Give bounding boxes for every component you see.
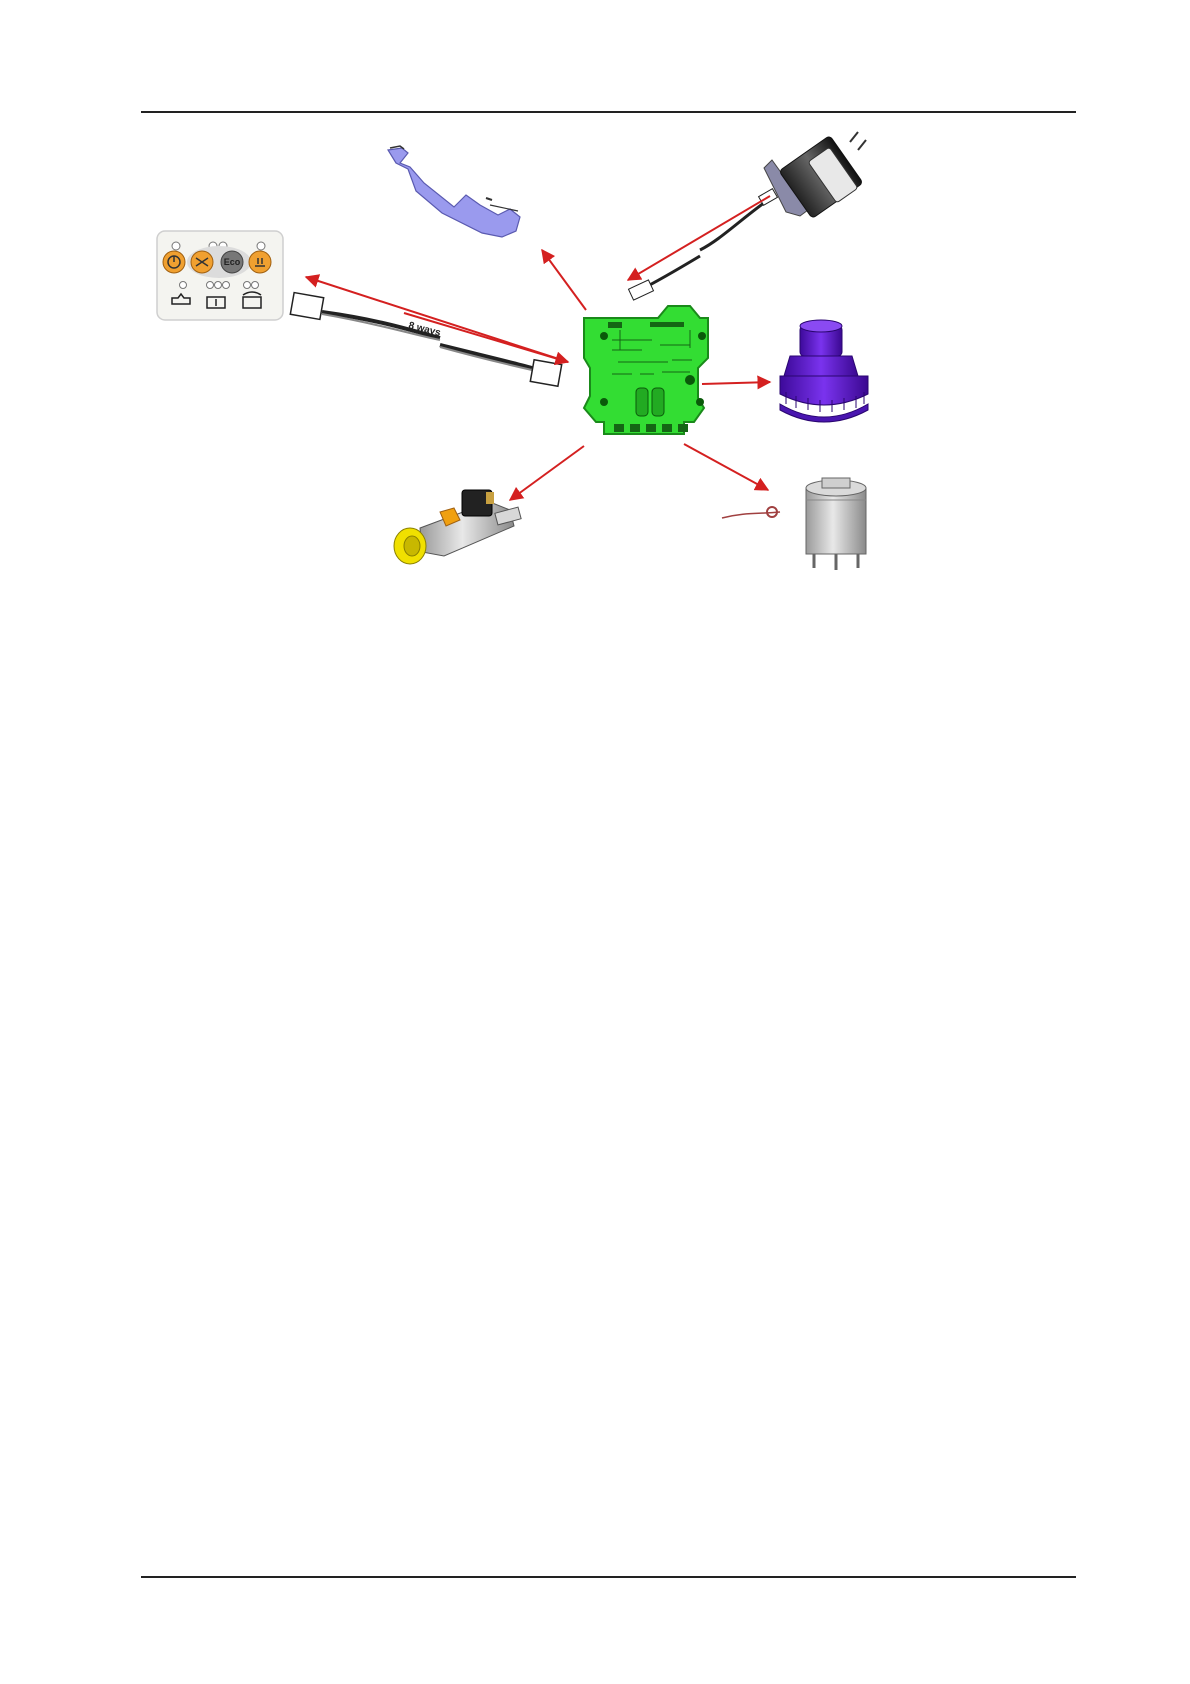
brush-motor	[722, 478, 866, 570]
arrow-to-water-valve	[510, 446, 584, 500]
arrow-to-vacuum-motor	[702, 382, 770, 384]
vacuum-motor	[780, 320, 868, 422]
water-button-icon	[249, 251, 271, 273]
pump-solenoid	[628, 132, 866, 300]
control-panel: Eco	[157, 231, 283, 320]
brush-button-icon	[191, 251, 213, 273]
lever-sensor	[388, 146, 520, 237]
eco-button-label: Eco	[224, 257, 241, 267]
harness-connector-right	[530, 360, 561, 387]
valve-cap-icon	[394, 528, 426, 564]
power-button-icon	[163, 251, 185, 273]
arrow-to-lever-sensor	[542, 250, 586, 310]
harness-8-ways: 8 ways	[290, 293, 561, 387]
arrow-from-pump-solenoid	[628, 196, 770, 280]
solenoid-coil-icon	[462, 490, 494, 516]
water-valve	[394, 490, 521, 564]
main-control-board	[584, 306, 708, 434]
harness-connector-left	[290, 293, 323, 320]
eco-button-icon: Eco	[221, 251, 243, 273]
arrow-to-brush-motor	[684, 444, 768, 490]
